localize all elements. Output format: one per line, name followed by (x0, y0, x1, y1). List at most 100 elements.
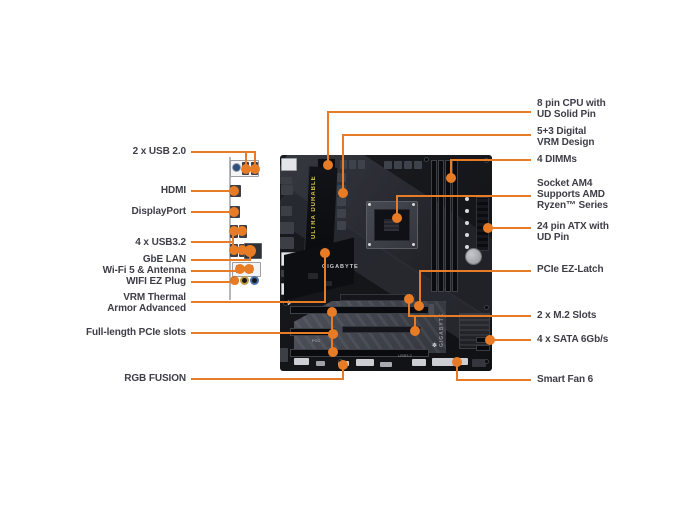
socket-screw (368, 203, 371, 206)
callout-label-socket: Socket AM4 Supports AMD Ryzen™ Series (537, 178, 608, 211)
capacitor (465, 197, 469, 201)
callout-dot-wifi (244, 264, 254, 274)
silkscreen-mark: ✽ (432, 343, 438, 349)
ic-chip (324, 281, 332, 286)
callout-label-fan: Smart Fan 6 (537, 374, 594, 385)
callout-dot-pcie (328, 347, 338, 357)
callout-dot-fan (452, 357, 462, 367)
callout-label-m2: 2 x M.2 Slots (537, 310, 597, 321)
board-io-audio-bottom (280, 348, 288, 362)
callout-line-hdmi (191, 190, 232, 192)
callout-line-dimms (450, 159, 452, 179)
mounting-hole (424, 157, 429, 162)
callout-dot-ezplug (231, 277, 239, 285)
callout-line-vrm53 (342, 134, 531, 136)
callout-label-hdmi: HDMI (160, 185, 186, 196)
callout-line-atx24 (488, 227, 531, 229)
bottom-header (294, 358, 309, 365)
ic-chip (308, 273, 318, 279)
callout-dot-sata (485, 335, 495, 345)
callout-line-lan (191, 259, 251, 261)
callout-dot-rgb (338, 360, 348, 370)
audio-jack-blue (250, 276, 259, 285)
usb3-header (412, 359, 426, 366)
callout-dot-pcie (327, 307, 337, 317)
ps2-port (232, 163, 241, 172)
m2-slot-a (340, 294, 415, 301)
callout-line-pcie (191, 332, 333, 334)
callout-line-usb32 (232, 230, 234, 251)
callout-dot-usb2 (241, 164, 251, 174)
callout-line-fan (456, 363, 458, 381)
fan-header (456, 358, 468, 365)
callout-line-vrm53 (342, 134, 344, 194)
mounting-hole (484, 305, 489, 310)
callout-line-m2 (414, 315, 416, 330)
board-io-usb2-block (281, 158, 297, 171)
callout-line-fan (456, 379, 531, 381)
callout-label-wifi: Wi-Fi 5 & Antenna (102, 265, 187, 276)
silkscreen-mark: ✽ (286, 301, 292, 307)
callout-dot-m2 (404, 294, 414, 304)
callout-dot-vrm53 (338, 188, 348, 198)
bottom-header (356, 359, 374, 366)
usb-silkscreen: USB3.2 (398, 353, 412, 358)
callout-line-dimms (450, 159, 531, 161)
callout-label-pcie: Full-length PCIe slots (85, 327, 186, 338)
capacitor (404, 161, 412, 169)
callout-label-lan: GbE LAN (142, 254, 186, 265)
front-usb-header (432, 358, 454, 366)
pcie-ez-latch (429, 304, 434, 315)
callout-line-m2 (408, 315, 531, 317)
vrm-choke (337, 197, 346, 206)
callout-dot-vrm-armor (320, 248, 330, 258)
callout-line-ezplug (191, 281, 233, 283)
vrm-choke (337, 173, 346, 182)
callout-dot-usb32 (229, 245, 239, 255)
front-panel-header (472, 359, 486, 367)
dimm-slot-3 (445, 160, 451, 292)
capacitor (349, 160, 356, 169)
socket-screw (368, 243, 371, 246)
capacitor (394, 161, 402, 169)
callout-label-cpu8pin: 8 pin CPU with UD Solid Pin (537, 98, 606, 120)
callout-line-displayport (191, 211, 232, 213)
callout-line-vrm-armor (324, 255, 326, 303)
callout-dot-dimms (446, 173, 456, 183)
audio-jack-gold (240, 276, 249, 285)
callout-line-usb2 (254, 151, 256, 165)
callout-line-sata (490, 339, 531, 341)
callout-line-cpu8pin (327, 111, 531, 113)
callout-dot-usb32 (229, 226, 239, 236)
bottom-header (380, 362, 392, 367)
capacitor (465, 233, 469, 237)
callout-line-rgb (191, 378, 344, 380)
socket-screw (412, 203, 415, 206)
callout-dot-usb2 (250, 164, 260, 174)
callout-line-vrm-armor (191, 301, 326, 303)
callout-label-displayport: DisplayPort (131, 206, 187, 217)
callout-line-rgb (342, 366, 344, 380)
callout-dot-socket (392, 213, 402, 223)
callout-label-usb2: 2 x USB 2.0 (132, 146, 186, 157)
bottom-header (316, 361, 325, 366)
capacitor (465, 245, 469, 249)
socket-screw (412, 243, 415, 246)
board-io-displayport (281, 206, 292, 216)
callout-label-sata: 4 x SATA 6Gb/s (537, 334, 609, 345)
capacitor (384, 161, 392, 169)
callout-label-vrm-armor: VRM Thermal Armor Advanced (107, 292, 186, 314)
callout-dot-ezlatch (414, 301, 424, 311)
callout-dot-usb32 (237, 226, 247, 236)
dimm-slot-1 (431, 160, 437, 292)
pcie-slot-3 (290, 349, 429, 357)
callout-dot-lan (244, 245, 256, 257)
capacitor (465, 209, 469, 213)
dimm-slot-2 (438, 160, 444, 292)
sata-ports (476, 345, 490, 351)
capacitor (465, 221, 469, 225)
callout-dot-wifi (235, 264, 245, 274)
callout-dot-displayport (229, 207, 239, 217)
callout-dot-m2 (410, 326, 420, 336)
